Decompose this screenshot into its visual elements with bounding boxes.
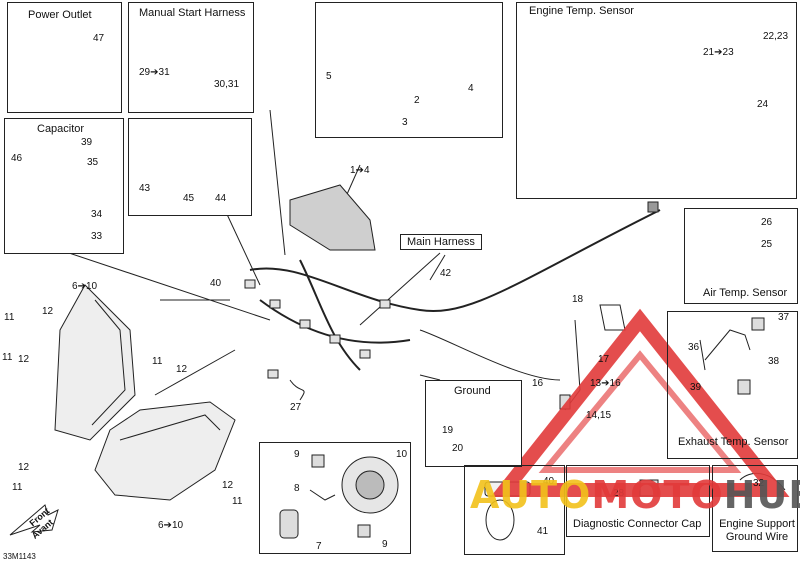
part-7: 7 xyxy=(316,541,322,552)
part-39: 39 xyxy=(81,137,93,148)
part-6-10-bottom: 6➔10 xyxy=(158,520,184,531)
watermark-moto: MOTO xyxy=(591,473,724,517)
power-outlet-title: Power Outlet xyxy=(28,9,92,21)
part-10: 10 xyxy=(396,449,408,460)
part-16: 16 xyxy=(532,378,544,389)
part-4: 4 xyxy=(468,83,474,94)
part-11-b: 11 xyxy=(2,352,13,363)
part-39-exhaust: 39 xyxy=(690,382,702,393)
manual-start-title: Manual Start Harness xyxy=(139,7,246,19)
part-19: 19 xyxy=(442,425,454,436)
manual-start-box: Manual Start Harness 29➔31 30,31 xyxy=(128,2,254,113)
part-6-10-top: 6➔10 xyxy=(72,281,98,292)
part-8: 8 xyxy=(294,483,300,494)
part-11-c: 11 xyxy=(152,356,163,367)
watermark-logo xyxy=(490,308,790,497)
exhaust-title: Exhaust Temp. Sensor xyxy=(678,436,789,448)
headlamp-parts-box: 9 10 8 7 9 xyxy=(259,442,411,554)
capacitor-box: Capacitor 39 46 35 34 33 xyxy=(4,118,124,254)
part-29-31: 29➔31 xyxy=(139,67,170,78)
air-temp-title: Air Temp. Sensor xyxy=(703,287,788,299)
capacitor-title: Capacitor xyxy=(37,123,85,135)
part-47: 47 xyxy=(93,33,105,44)
power-outlet-box: Power Outlet 47 xyxy=(7,2,122,113)
watermark-hub: HUB xyxy=(723,473,800,517)
diagram-code: 33M1143 xyxy=(3,552,36,561)
sealant-box: 40 41 xyxy=(464,465,565,555)
part-26: 26 xyxy=(761,217,773,228)
part-20: 20 xyxy=(452,443,464,454)
part-32: 32 xyxy=(753,478,765,489)
part-13-16: 13➔16 xyxy=(590,378,621,389)
gauge-box: 5 2 3 4 xyxy=(315,2,503,138)
part-12-a: 12 xyxy=(42,306,54,317)
watermark-auto: AUTO xyxy=(470,473,592,517)
diag-title: Diagnostic Connector Cap xyxy=(573,518,702,530)
part-24: 24 xyxy=(757,99,769,110)
part-30-31: 30,31 xyxy=(214,79,240,90)
part-14-15: 14,15 xyxy=(586,410,612,421)
part-37: 37 xyxy=(778,312,790,323)
air-temp-box: 26 25 Air Temp. Sensor xyxy=(684,208,798,304)
left-headlamp-drawing xyxy=(54,284,136,441)
part-17: 17 xyxy=(598,354,610,365)
engine-ground-title: Engine Support Ground Wire xyxy=(719,518,795,543)
part-45: 45 xyxy=(183,193,195,204)
part-5: 5 xyxy=(326,71,332,82)
engine-temp-box: Engine Temp. Sensor 22,23 21➔23 24 xyxy=(516,2,797,199)
bulb-drawing xyxy=(279,454,399,539)
watermark-text: AUTOMOTOHUB xyxy=(470,473,800,517)
engine-temp-title: Engine Temp. Sensor xyxy=(529,5,634,17)
part-42: 42 xyxy=(440,268,452,279)
part-21-23: 21➔23 xyxy=(703,47,734,58)
part-34: 34 xyxy=(91,209,103,220)
part-33: 33 xyxy=(91,231,103,242)
exhaust-sensor-drawing xyxy=(699,317,765,395)
part-38: 38 xyxy=(768,356,780,367)
ground-title: Ground xyxy=(454,385,491,397)
exhaust-box: 37 36 38 39 Exhaust Temp. Sensor xyxy=(667,311,798,459)
part-35: 35 xyxy=(87,157,99,168)
part-11-d: 11 xyxy=(12,482,23,493)
part-11-e: 11 xyxy=(232,496,243,507)
part-18: 18 xyxy=(572,294,584,305)
ground-box: Ground 19 20 xyxy=(425,380,522,467)
part-36: 36 xyxy=(688,342,700,353)
part-43: 43 xyxy=(139,183,151,194)
part-28: 28 xyxy=(613,488,625,499)
part-40-box: 40 xyxy=(543,476,555,487)
part-46: 46 xyxy=(11,153,23,164)
relay-box: 43 45 44 xyxy=(128,118,252,216)
front-arrow xyxy=(9,504,59,536)
part-41: 41 xyxy=(537,526,549,537)
part-25: 25 xyxy=(761,239,773,250)
part-12-b: 12 xyxy=(18,354,30,365)
engine-ground-box: 32 Engine Support Ground Wire xyxy=(712,465,798,552)
part-2: 2 xyxy=(414,95,420,106)
part-9-bottom: 9 xyxy=(382,539,388,550)
diag-box: 28 Diagnostic Connector Cap xyxy=(566,465,710,537)
part-12-c: 12 xyxy=(176,364,188,375)
part-44: 44 xyxy=(215,193,227,204)
part-11-a: 11 xyxy=(4,312,15,323)
part-40: 40 xyxy=(210,278,222,289)
part-27: 27 xyxy=(290,402,302,413)
part-12-d: 12 xyxy=(18,462,30,473)
part-1-4: 1➔4 xyxy=(350,165,370,176)
harness-drawing xyxy=(244,184,661,401)
part-3: 3 xyxy=(402,117,408,128)
right-headlamp-drawing xyxy=(94,401,236,501)
part-12-e: 12 xyxy=(222,480,234,491)
part-22-23: 22,23 xyxy=(763,31,789,42)
main-harness-label: Main Harness xyxy=(400,234,482,250)
part-9-top: 9 xyxy=(294,449,300,460)
